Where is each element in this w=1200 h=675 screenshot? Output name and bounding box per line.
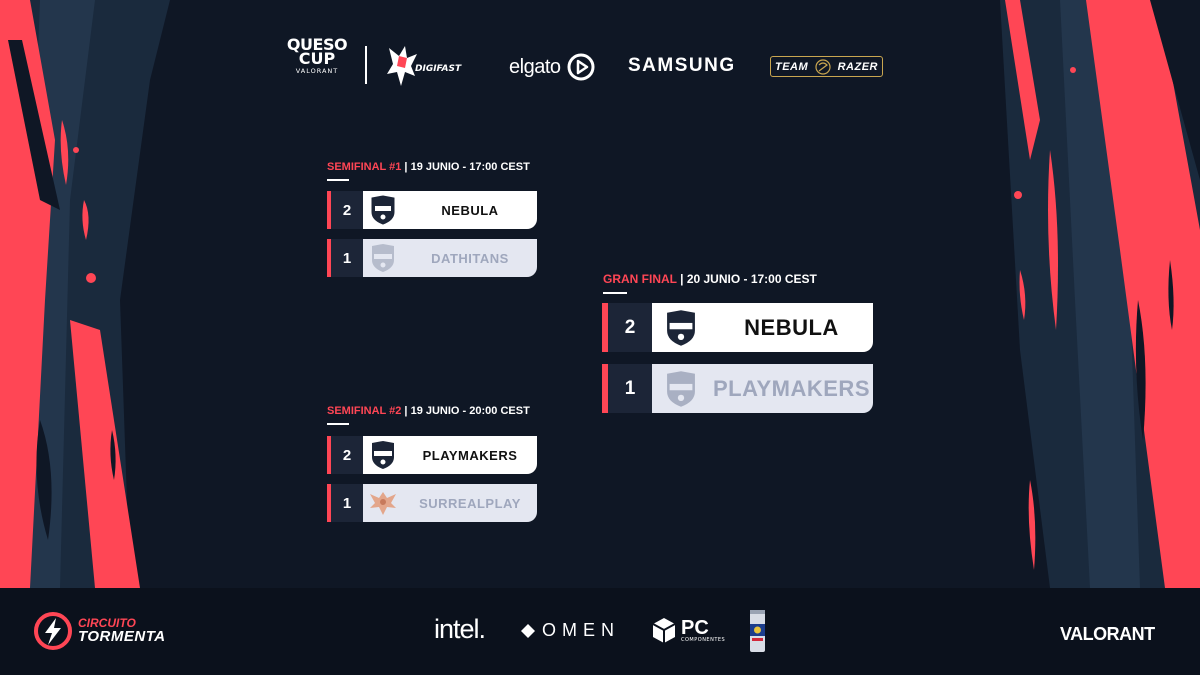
grand-final-separator: | [676, 272, 687, 286]
sf2-team-row-1: 2 PLAYMAKERS [327, 436, 537, 474]
team-card: SURREALPLAY [363, 484, 537, 522]
sf1-team-row-2: 1 DATHITANS [327, 239, 537, 277]
omen-diamond-icon [521, 623, 535, 638]
team-score: 1 [331, 239, 363, 277]
componentes-text: COMPONENTES [681, 636, 726, 643]
queso-cup-logo: QUESO CUP VALORANT [282, 35, 352, 75]
team-name: NEBULA [744, 314, 839, 340]
valorant-logo: VALORANT [1060, 624, 1155, 644]
pc-box-icon [652, 618, 676, 643]
semifinal-1-time: 19 JUNIO - 17:00 CEST [410, 161, 530, 173]
team-name: SURREALPLAY [419, 495, 521, 511]
score-accent [327, 191, 331, 229]
team-name: NEBULA [441, 202, 499, 218]
semifinal-1-title: SEMIFINAL #1 | 19 JUNIO - 17:00 CEST [327, 161, 530, 181]
omen-text: OMEN [542, 620, 620, 640]
queso-cup-line3: VALORANT [295, 66, 339, 75]
semifinal-1-label: SEMIFINAL #1 [327, 161, 402, 173]
team-logo [652, 303, 710, 352]
team-razer-logo: TEAM RAZER [770, 56, 883, 77]
omen-logo: OMEN [520, 620, 620, 641]
pccomponentes-logo: PC COMPONENTES [651, 616, 725, 644]
circuito-text: CIRCUITO [78, 616, 136, 631]
team-card: NEBULA [363, 191, 537, 229]
sf1-team-row-1: 2 NEBULA [327, 191, 537, 229]
digifast-logo: DIGIFAST [385, 42, 480, 90]
score-accent [327, 484, 331, 522]
lightning-bolt-icon [34, 612, 72, 650]
team-logo [363, 484, 403, 522]
playmakers-shield-icon [667, 370, 695, 407]
playmakers-shield-icon [372, 244, 394, 272]
eagle-icon [387, 46, 417, 86]
semifinal-2-title: SEMIFINAL #2 | 19 JUNIO - 20:00 CEST [327, 405, 530, 425]
tormenta-text: TORMENTA [78, 627, 166, 645]
team-logo [363, 191, 403, 229]
surrealplay-phoenix-icon [370, 492, 396, 515]
circuito-tormenta-logo: CIRCUITO TORMENTA [34, 612, 166, 650]
nebula-shield-icon [372, 441, 394, 469]
elgato-play-icon [567, 53, 594, 81]
team-score: 2 [331, 436, 363, 474]
elgato-text: elgato [509, 55, 561, 78]
grand-final-label: GRAN FINAL [603, 272, 677, 286]
team-card: DATHITANS [363, 239, 537, 277]
team-card: NEBULA [652, 303, 873, 352]
semifinal-2-time: 19 JUNIO - 20:00 CEST [410, 405, 530, 417]
grand-final-time: 20 JUNIO - 17:00 CEST [686, 272, 817, 286]
header-divider [365, 46, 367, 84]
semifinal-2-label: SEMIFINAL #2 [327, 405, 402, 417]
team-logo [652, 364, 710, 413]
team-card: PLAYMAKERS [363, 436, 537, 474]
team-logo [363, 436, 403, 474]
razer-snake-icon [815, 58, 831, 75]
gf-team-row-2: 1 PLAYMAKERS [602, 364, 873, 413]
nebula-shield-icon [371, 195, 395, 225]
team-logo [363, 239, 403, 277]
team-card: PLAYMAKERS [652, 364, 873, 413]
score-accent [327, 239, 331, 277]
score-accent [327, 436, 331, 474]
title-underline [327, 423, 349, 425]
semifinal-2-separator: | [401, 405, 411, 417]
nebula-shield-icon [667, 309, 695, 346]
footer-sponsor-bar [0, 588, 1200, 675]
red-bull-can-icon [750, 610, 765, 652]
team-score: 2 [331, 191, 363, 229]
team-score: 1 [608, 364, 652, 413]
title-underline [327, 179, 349, 181]
semifinal-1-separator: | [401, 161, 411, 173]
score-accent [602, 364, 608, 413]
elgato-logo: elgato [509, 52, 595, 82]
team-name: PLAYMAKERS [713, 375, 870, 401]
team-name: PLAYMAKERS [422, 447, 518, 463]
sf2-team-row-2: 1 SURREALPLAY [327, 484, 537, 522]
team-name: DATHITANS [431, 250, 509, 266]
razer-text-right: RAZER [837, 60, 878, 73]
samsung-logo: SAMSUNG [628, 55, 736, 76]
grand-final-title: GRAN FINAL | 20 JUNIO - 17:00 CEST [603, 272, 817, 294]
title-underline [603, 292, 627, 294]
queso-cup-line1: QUESO [286, 35, 348, 54]
pc-text: PC [681, 616, 709, 639]
queso-cup-line2: CUP [298, 49, 336, 69]
team-score: 1 [331, 484, 363, 522]
team-score: 2 [608, 303, 652, 352]
intel-logo: intel. [434, 614, 486, 644]
digifast-text: DIGIFAST [415, 64, 462, 74]
gf-team-row-1: 2 NEBULA [602, 303, 873, 352]
razer-text-left: TEAM [775, 60, 809, 73]
score-accent [602, 303, 608, 352]
